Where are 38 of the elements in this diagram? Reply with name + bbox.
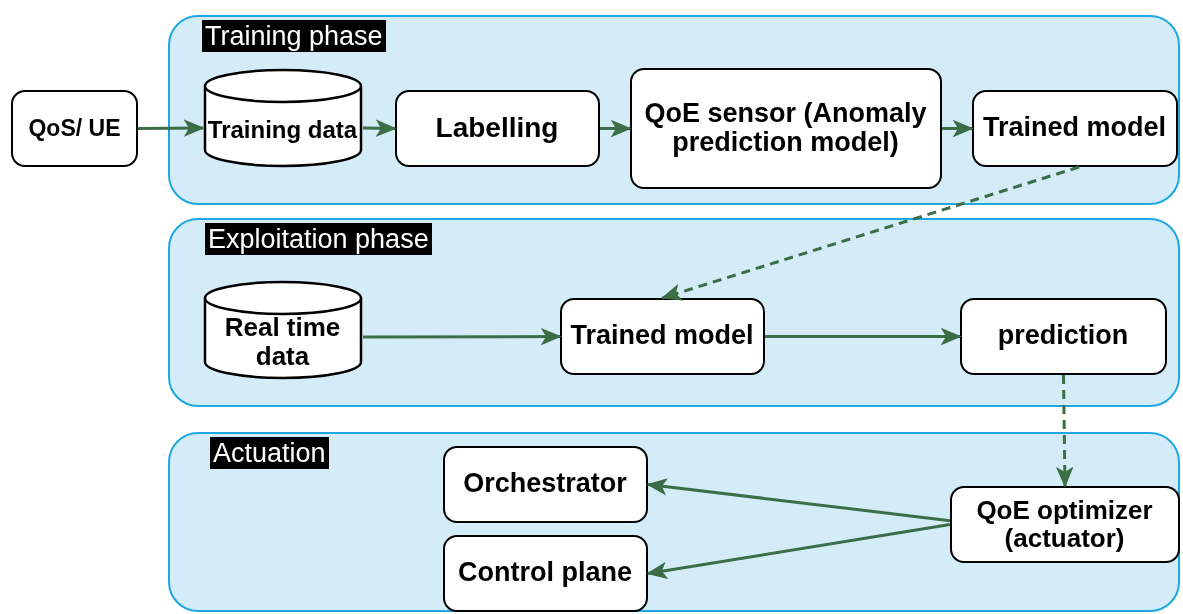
panel-title: Actuation <box>210 437 329 469</box>
arrow <box>363 327 562 346</box>
process-box <box>442 534 648 612</box>
panel-title: Exploitation phase <box>205 223 432 255</box>
process-box <box>971 89 1178 167</box>
process-box <box>11 90 138 167</box>
arrow <box>646 523 951 580</box>
process-box <box>949 485 1180 563</box>
process-box <box>959 297 1167 375</box>
arrow <box>600 119 632 138</box>
node-label: Control plane <box>458 558 632 588</box>
process-box <box>559 297 765 375</box>
database-cylinder <box>202 279 363 380</box>
process-box <box>394 89 600 167</box>
arrow <box>646 478 951 523</box>
process-box <box>442 445 648 523</box>
node-label: QoE sensor (Anomaly prediction model) <box>643 98 928 158</box>
node-label: Real time data <box>223 313 342 370</box>
node-label: Trained model <box>570 321 754 351</box>
node-label: Labelling <box>435 112 559 144</box>
node-label: prediction <box>997 321 1129 351</box>
arrow <box>138 119 205 137</box>
phase-panel <box>168 218 1180 407</box>
panel-title: Training phase <box>202 20 386 52</box>
arrow <box>362 119 397 137</box>
arrow <box>765 327 962 346</box>
database-cylinder <box>202 67 363 168</box>
process-box <box>629 67 942 189</box>
node-label: Training data <box>207 116 358 143</box>
node-label: Trained model <box>982 113 1166 143</box>
node-label: Orchestrator <box>463 469 627 499</box>
arrow <box>1056 374 1074 488</box>
arrow <box>660 165 1080 301</box>
arrow <box>942 119 974 138</box>
phase-panel <box>168 432 1180 612</box>
node-label: QoS/ UE <box>28 116 121 141</box>
node-label: QoE optimizer (actuator) <box>975 495 1154 553</box>
phase-panel <box>168 15 1180 205</box>
